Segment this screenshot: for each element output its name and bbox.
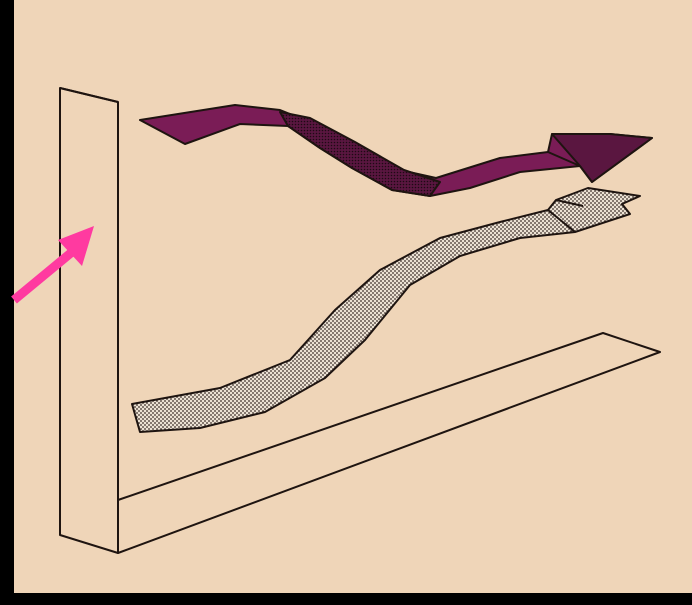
upper-ribbon-arrow [139,104,653,197]
lower-ribbon-arrow [131,187,641,433]
vertical-axis-panel [59,87,119,554]
pointer-arrow [11,226,94,304]
horizontal-axis-panel [117,332,661,554]
